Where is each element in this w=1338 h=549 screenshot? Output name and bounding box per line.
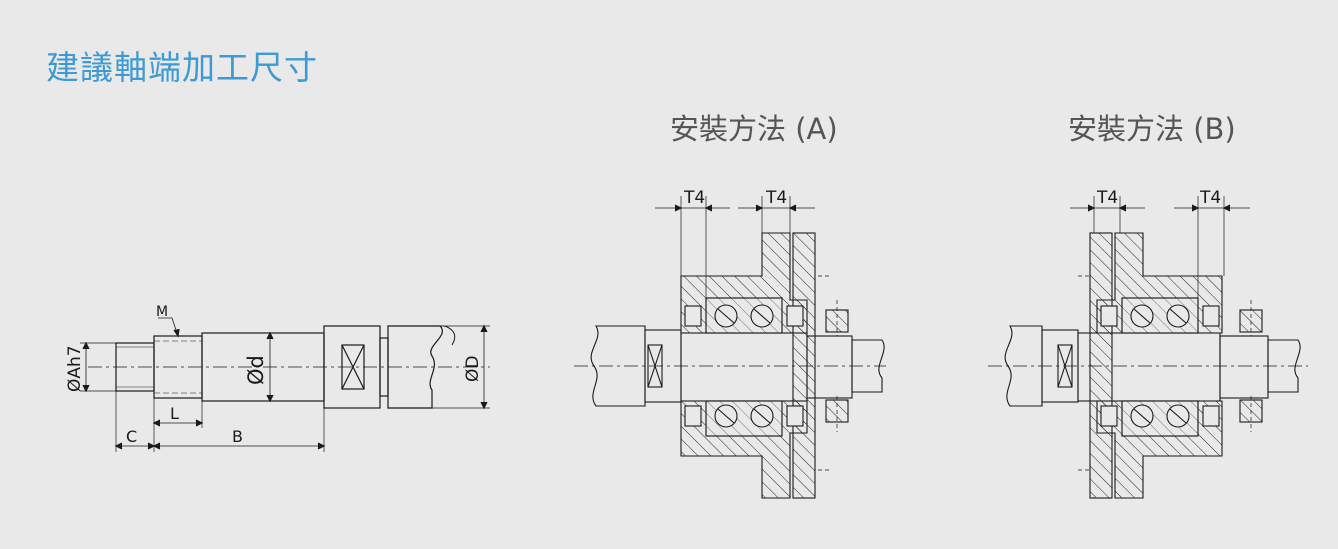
dim-m-leader <box>158 317 179 337</box>
label-phi-d-large: ØD <box>463 356 483 382</box>
label-l: L <box>170 404 179 423</box>
method-a-drawing <box>574 196 886 499</box>
method-b-lock-plate <box>1089 232 1113 499</box>
method-b-t4-left-label: T4 <box>1096 188 1118 208</box>
method-b-shaft-left <box>1004 325 1043 407</box>
method-a-shaft-left <box>590 325 646 407</box>
method-b-t4-right-label: T4 <box>1199 188 1221 208</box>
label-c: C <box>126 427 137 446</box>
shaft-drawing <box>80 317 490 452</box>
method-a-lock-plate <box>792 232 816 499</box>
method-b-title: 安裝方法 (B) <box>1068 112 1236 146</box>
method-b-labels: T4 T4 <box>1096 188 1221 208</box>
method-a-title: 安裝方法 (A) <box>670 112 838 146</box>
method-a-t4-left-label: T4 <box>683 188 705 208</box>
shaft-flat-mark <box>341 344 365 390</box>
shaft-labels: M ØAh7 Ød ØD L C B <box>65 304 483 446</box>
shaft-body-broken <box>387 325 443 409</box>
method-a-t4-right-label: T4 <box>765 188 787 208</box>
label-b: B <box>232 427 243 446</box>
method-a-labels: T4 T4 <box>683 188 787 208</box>
label-m: M <box>156 304 168 320</box>
method-b-drawing <box>988 196 1308 499</box>
label-phi-d-small: Ød <box>244 355 268 385</box>
label-phi-a: ØAh7 <box>65 345 85 392</box>
page-title: 建議軸端加工尺寸 <box>46 48 318 87</box>
method-a-main-shaft <box>680 332 808 402</box>
